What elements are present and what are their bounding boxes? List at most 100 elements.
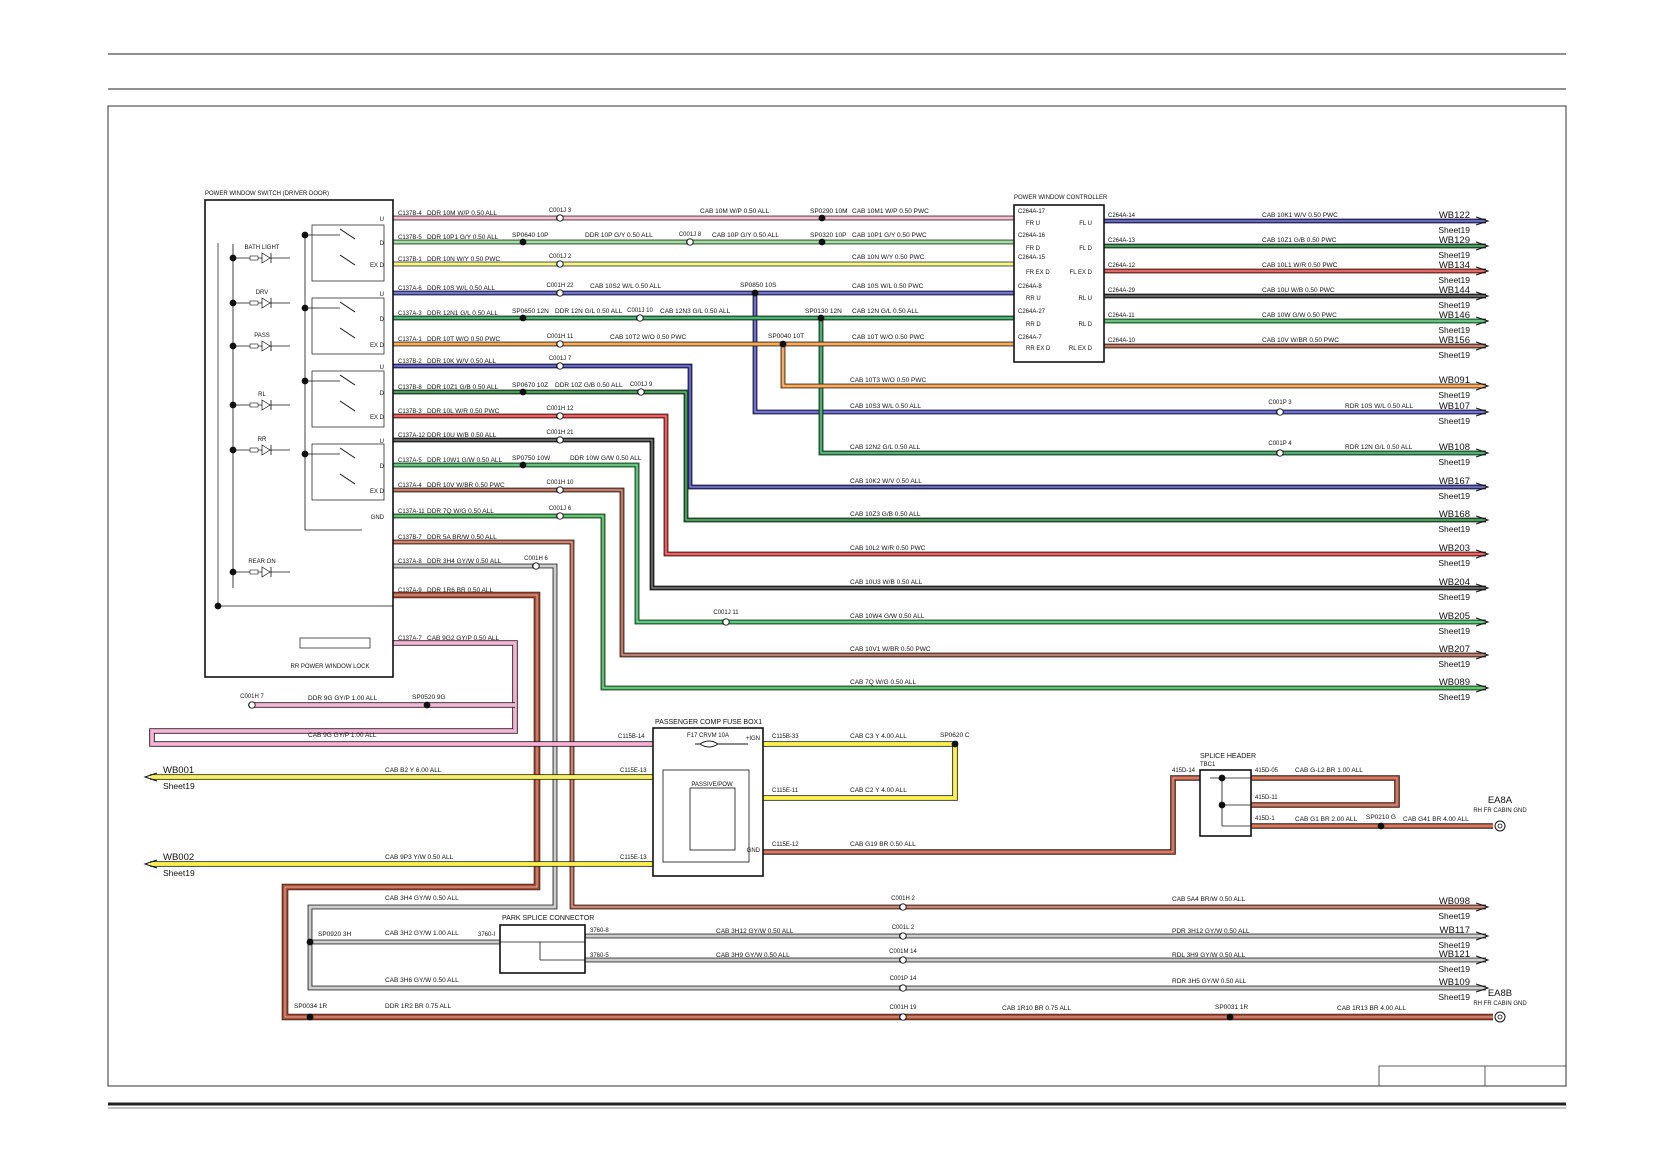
wire-label: DDR 10Z G/B 0.50 ALL: [555, 382, 623, 389]
switch-wire-label: CAB 9G2 GY/P 0.50 ALL: [427, 635, 500, 642]
fuse-label: F17 CRVM 10A: [687, 733, 729, 739]
wire-3H4-gyw-tracer: [309, 565, 1486, 989]
connector-id: C001H 10: [546, 480, 574, 486]
lock-led-icon: [299, 637, 371, 649]
wire-label: CAB 10S W/L 0.50 PWC: [852, 283, 924, 290]
sheet-ref: Sheet19: [1438, 225, 1470, 235]
connector-id: C264A-10: [1108, 338, 1136, 344]
led-diode-icon: [261, 444, 271, 456]
sheet-ref: Sheet19: [1438, 964, 1470, 974]
connector-id: 3760-5: [590, 953, 609, 959]
splice-id: SP0034 1R: [294, 1003, 328, 1010]
destination-arrow-icon: [1475, 983, 1490, 993]
wire-label: DDR 9G GY/P 1.00 ALL: [308, 695, 378, 702]
destination-arrow-icon: [1475, 341, 1490, 351]
sheet-ref: Sheet19: [1438, 325, 1470, 335]
wire-label: CAB 3H12 GY/W 0.50 ALL: [716, 928, 794, 935]
connector-arc: [686, 239, 689, 245]
controller-pin-label: RL EX D: [1069, 346, 1093, 352]
wire-label: CAB G-L2 BR 1.00 ALL: [1295, 767, 1363, 774]
sheet-ref: Sheet19: [1438, 390, 1470, 400]
destination-id: WB001: [163, 765, 194, 776]
wire-label: RDL 3H9 GY/W 0.50 ALL: [1172, 952, 1245, 959]
switch-wire-label: DDR 10Z1 G/B 0.50 ALL: [427, 384, 499, 391]
wire-label: CAB G1 BR 2.00 ALL: [1295, 816, 1358, 823]
led-diode-icon: [261, 399, 271, 411]
splice-dot: [306, 1013, 314, 1021]
switch-connector-id: C137A-1: [398, 337, 422, 343]
switch-connector-id: C137A-8: [398, 559, 422, 565]
wire-label: PDR 3H12 GY/W 0.50 ALL: [1172, 928, 1250, 935]
switch-contact-icon: [339, 301, 356, 313]
splice-dot: [779, 340, 787, 348]
connector-arc: [556, 290, 559, 296]
controller-pin-label: RR D: [1026, 322, 1041, 328]
connector-id: 3760-I: [478, 932, 495, 938]
switch-connector-id: C137A-5: [398, 458, 422, 464]
connector-id: C001J 3: [549, 208, 572, 214]
controller-pin-label: FL D: [1079, 246, 1092, 252]
connector-id: C001H 21: [546, 430, 574, 436]
switch-contact-icon: [339, 374, 356, 386]
splice-id: SP0670 10Z: [512, 382, 548, 389]
destination-arrow-icon: [1475, 515, 1490, 525]
switch-pin-label: EX D: [370, 263, 385, 269]
destination-id: WB146: [1439, 310, 1470, 321]
connector-arc: [899, 1014, 902, 1020]
destination-arrow-icon: [1475, 216, 1490, 226]
destination-arrow-icon: [1475, 241, 1490, 251]
fuse-box-inner: [662, 769, 750, 863]
destination-arrow-icon: [1475, 381, 1490, 391]
connector-id: C001H 12: [546, 406, 574, 412]
switch-pin-label: EX D: [370, 343, 385, 349]
gnd-label: GND: [747, 848, 761, 854]
destination-id: WB205: [1439, 611, 1470, 622]
wire-label: DDR 12N G/L 0.50 ALL: [555, 308, 623, 315]
switch-wire-label: DDR 12N1 G/L 0.50 ALL: [427, 310, 498, 317]
wire-label: CAB 10T2 W/O 0.50 PWC: [610, 334, 687, 341]
switch-cell: [311, 297, 385, 355]
connector-arc: [899, 957, 902, 963]
splice-dot: [519, 461, 527, 469]
connector-id: C001H 7: [240, 694, 264, 700]
wire-label: DDR 1R2 BR 0.75 ALL: [385, 1003, 452, 1010]
ground-sub: RH FR CABIN GND: [1473, 1001, 1527, 1007]
wire-label: CAB 10W G/W 0.50 PWC: [1262, 312, 1337, 319]
connector-id: C115E-11: [772, 788, 799, 794]
fuse-icon: [695, 740, 748, 748]
fuse-box-title: PASSENGER COMP FUSE BOX1: [655, 719, 762, 726]
wire-1R6-br-tracer: [284, 594, 1493, 1018]
resistor-icon: [249, 343, 259, 349]
switch-cell: [311, 370, 385, 428]
switch-wire-label: DDR 10V W/BR 0.50 PWC: [427, 482, 505, 489]
connector-id: C001H 11: [547, 334, 574, 340]
controller-pin-label: FL U: [1079, 221, 1092, 227]
connector-id: C115E-12: [772, 842, 799, 848]
wire-label: CAB 10P1 G/Y 0.50 PWC: [852, 232, 927, 239]
title-block: [1378, 1065, 1567, 1087]
wire-label: CAB C3 Y 4.00 ALL: [850, 733, 907, 740]
splice-id: SP0850 10S: [740, 282, 777, 289]
wire-label: CAB G41 BR 4.00 ALL: [1403, 816, 1469, 823]
connector-id: C001P 4: [1268, 441, 1292, 447]
wire-9G-gyp-tracer: [151, 642, 653, 745]
splice-dot: [751, 289, 759, 297]
destination-arrow-icon: [1475, 407, 1490, 417]
wire-label: CAB 5A4 BR/W 0.50 ALL: [1172, 896, 1245, 903]
switch-led-label: RL: [258, 392, 266, 398]
connector-id: C264A-29: [1108, 288, 1136, 294]
connector-arc: [556, 261, 559, 267]
destination-id: WB089: [1439, 677, 1470, 688]
switch-pin-label: GND: [371, 515, 385, 521]
connector-id: C001J 2: [549, 254, 572, 260]
source-arrow-icon: [143, 859, 158, 869]
switch-cell: [311, 224, 385, 282]
splice-dot: [306, 938, 314, 946]
splice-id: SP0320 10P: [810, 232, 847, 239]
destination-arrow-icon: [1475, 931, 1490, 941]
connector-arc: [899, 904, 902, 910]
wire-label: CAB 10L1 W/R 0.50 PWC: [1262, 262, 1338, 269]
connector-arc: [556, 437, 559, 443]
sheet-ref: Sheet19: [1438, 659, 1470, 669]
ign-label: +IGN: [746, 736, 760, 742]
